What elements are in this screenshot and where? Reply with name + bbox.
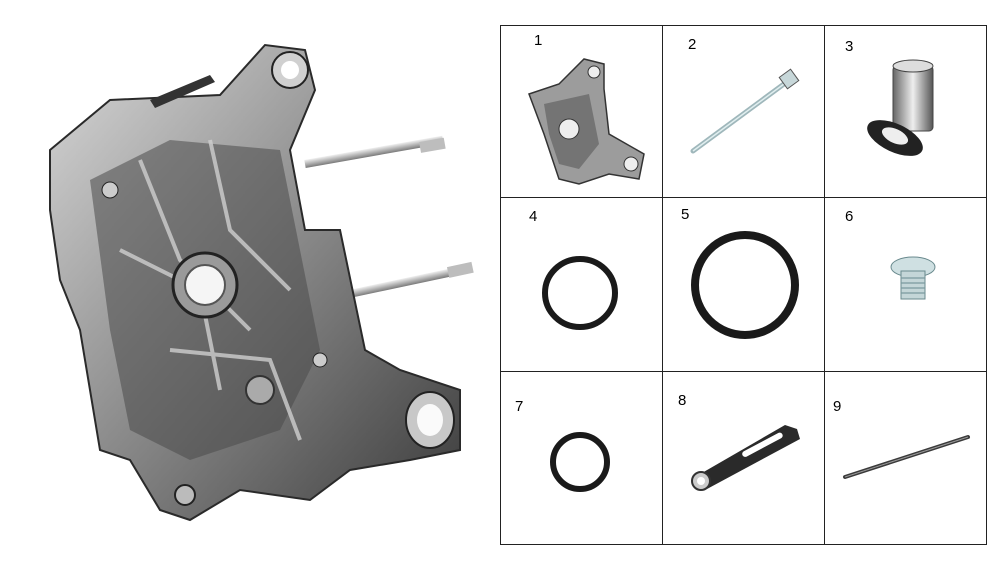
part-number: 1 xyxy=(534,32,543,49)
part-number: 6 xyxy=(845,208,854,225)
part-cell-7: 7 xyxy=(501,372,663,544)
parts-grid: 1 2 3 4 xyxy=(500,25,987,545)
part-number: 4 xyxy=(529,208,538,225)
part-number: 8 xyxy=(678,392,687,409)
dowel-bushing-icon xyxy=(867,59,934,156)
part-cell-3: 3 xyxy=(825,26,986,198)
crankcase-main-icon xyxy=(49,43,474,522)
part-number: 2 xyxy=(688,36,697,53)
long-bolt-icon xyxy=(690,68,800,154)
part-cell-1: 1 xyxy=(501,26,663,198)
part-number: 7 xyxy=(515,398,524,415)
drain-plug-icon xyxy=(890,256,936,300)
crankcase-half-icon xyxy=(528,58,645,185)
part-cell-5: 5 xyxy=(663,198,825,372)
part-number: 3 xyxy=(845,38,854,55)
upper-stud xyxy=(304,135,446,168)
lower-stud xyxy=(339,261,474,300)
o-ring-large-icon xyxy=(691,231,799,339)
o-ring-medium-icon xyxy=(542,256,618,330)
part-number: 9 xyxy=(833,398,842,415)
crankcase-illustration xyxy=(20,30,490,530)
part-number: 5 xyxy=(681,206,690,223)
part-cell-2: 2 xyxy=(663,26,825,198)
stud-rod-icon xyxy=(843,435,970,479)
o-ring-small-icon xyxy=(550,432,610,492)
hose-clip-bracket-icon xyxy=(691,425,800,491)
part-cell-8: 8 xyxy=(663,372,825,544)
part-cell-9: 9 xyxy=(825,372,986,544)
part-cell-4: 4 xyxy=(501,198,663,372)
part-cell-6: 6 xyxy=(825,198,986,372)
